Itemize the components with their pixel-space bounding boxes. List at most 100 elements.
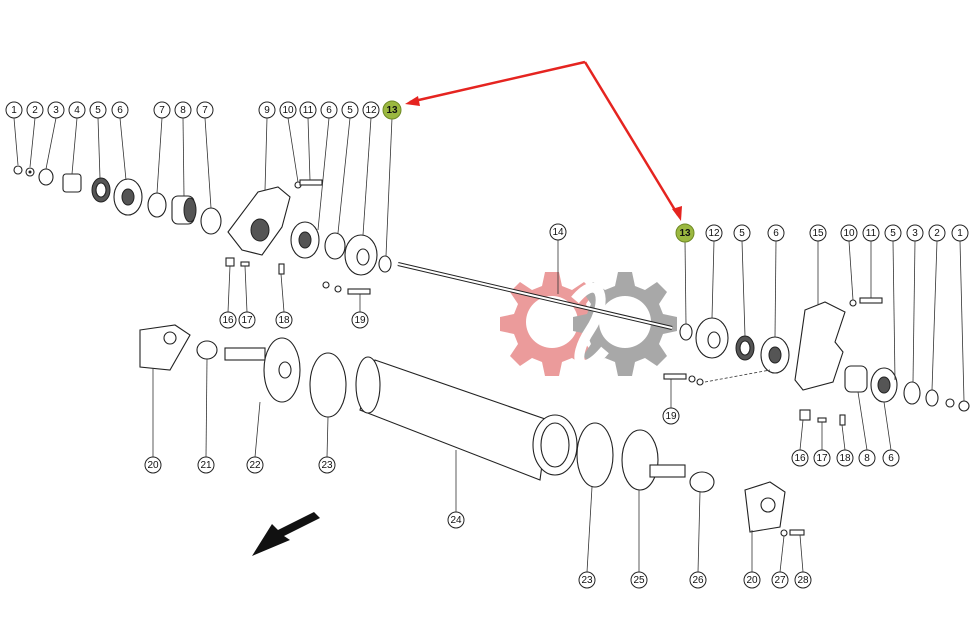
callout-circle: [89, 101, 107, 119]
callout-number: 27: [774, 575, 786, 586]
leader-line: [959, 240, 965, 402]
callout-circle: [144, 456, 162, 474]
callout-circle: [47, 101, 65, 119]
callout-part-12: 12: [362, 101, 380, 119]
leader-line: [586, 486, 593, 573]
callout-number: 18: [839, 453, 851, 464]
callout-number: 10: [282, 105, 294, 116]
callout-circle: [258, 101, 276, 119]
callout-part-8: 8: [858, 449, 876, 467]
callout-circle: [813, 449, 831, 467]
leader-line: [29, 117, 36, 168]
callout-number: 22: [249, 460, 261, 471]
callout-number: 14: [552, 227, 564, 238]
callout-part-25: 25: [630, 571, 648, 589]
callout-circle: [549, 223, 567, 241]
callout-number: 8: [180, 105, 186, 116]
leader-line: [892, 240, 896, 381]
leader-line: [857, 391, 868, 451]
callout-part-13: 13: [382, 100, 402, 120]
callout-number: 20: [147, 460, 159, 471]
callout-number: 12: [708, 228, 720, 239]
leader-line: [774, 240, 777, 338]
leader-line: [799, 534, 804, 573]
leader-line: [280, 273, 285, 313]
callout-number: 5: [890, 228, 896, 239]
callout-number: 24: [450, 515, 462, 526]
callout-circle: [275, 311, 293, 329]
watermark-logo: [500, 272, 677, 376]
leader-line: [779, 535, 785, 573]
leader-line: [362, 117, 372, 236]
callout-number: 20: [746, 575, 758, 586]
leader-line: [684, 240, 687, 325]
leader-line: [227, 265, 231, 313]
leader-line: [264, 117, 268, 191]
leader-line: [711, 240, 715, 319]
callout-circle: [153, 101, 171, 119]
callout-number: 13: [386, 105, 398, 116]
callout-part-1: 1: [951, 224, 969, 242]
callout-circle: [951, 224, 969, 242]
callout-number: 10: [843, 228, 855, 239]
callout-number: 19: [354, 315, 366, 326]
leader-lines: [13, 117, 965, 573]
callout-circle: [219, 311, 237, 329]
highlight-arrows: [405, 60, 682, 221]
callout-circle: [662, 407, 680, 425]
callout-circle: [836, 449, 854, 467]
callout-part-13: 13: [675, 223, 695, 243]
callout-part-2: 2: [26, 101, 44, 119]
callout-part-9: 9: [258, 101, 276, 119]
callout-part-5: 5: [884, 224, 902, 242]
callout-part-3: 3: [47, 101, 65, 119]
left-bearing-parts: [13, 165, 392, 295]
callout-part-10: 10: [279, 101, 297, 119]
callout-number: 25: [633, 575, 645, 586]
callout-number: 17: [241, 315, 253, 326]
leader-line: [71, 117, 78, 175]
callout-circle: [5, 101, 23, 119]
callout-number: 3: [912, 228, 918, 239]
callout-circle: [578, 571, 596, 589]
leader-line: [337, 117, 351, 234]
callout-part-28: 28: [794, 571, 812, 589]
leader-line: [205, 358, 208, 458]
callout-part-23: 23: [578, 571, 596, 589]
callout-part-19: 19: [351, 311, 369, 329]
shaft: [397, 262, 673, 330]
callout-circle: [111, 101, 129, 119]
callout-number: 12: [365, 105, 377, 116]
callout-part-12: 12: [705, 224, 723, 242]
callout-number: 4: [74, 105, 80, 116]
callout-circle: [68, 101, 86, 119]
callout-circle: [382, 100, 402, 120]
callout-part-2: 2: [928, 224, 946, 242]
callout-part-5: 5: [89, 101, 107, 119]
callout-part-16: 16: [219, 311, 237, 329]
callout-number: 23: [321, 460, 333, 471]
callout-part-21: 21: [197, 456, 215, 474]
leader-line: [97, 117, 101, 179]
callout-circle: [630, 571, 648, 589]
callout-part-11: 11: [862, 224, 880, 242]
callout-number: 7: [202, 105, 208, 116]
callout-circle: [882, 449, 900, 467]
leader-line: [244, 265, 248, 313]
leader-line: [931, 240, 938, 391]
callout-number: 16: [794, 453, 806, 464]
callout-circle: [862, 224, 880, 242]
callout-part-3: 3: [906, 224, 924, 242]
callout-part-4: 4: [68, 101, 86, 119]
callout-part-24: 24: [447, 511, 465, 529]
callout-number: 13: [679, 228, 691, 239]
callout-circle: [705, 224, 723, 242]
callout-part-1: 1: [5, 101, 23, 119]
callout-part-6: 6: [320, 101, 338, 119]
callout-circle: [318, 456, 336, 474]
callout-circle: [791, 449, 809, 467]
callout-part-22: 22: [246, 456, 264, 474]
